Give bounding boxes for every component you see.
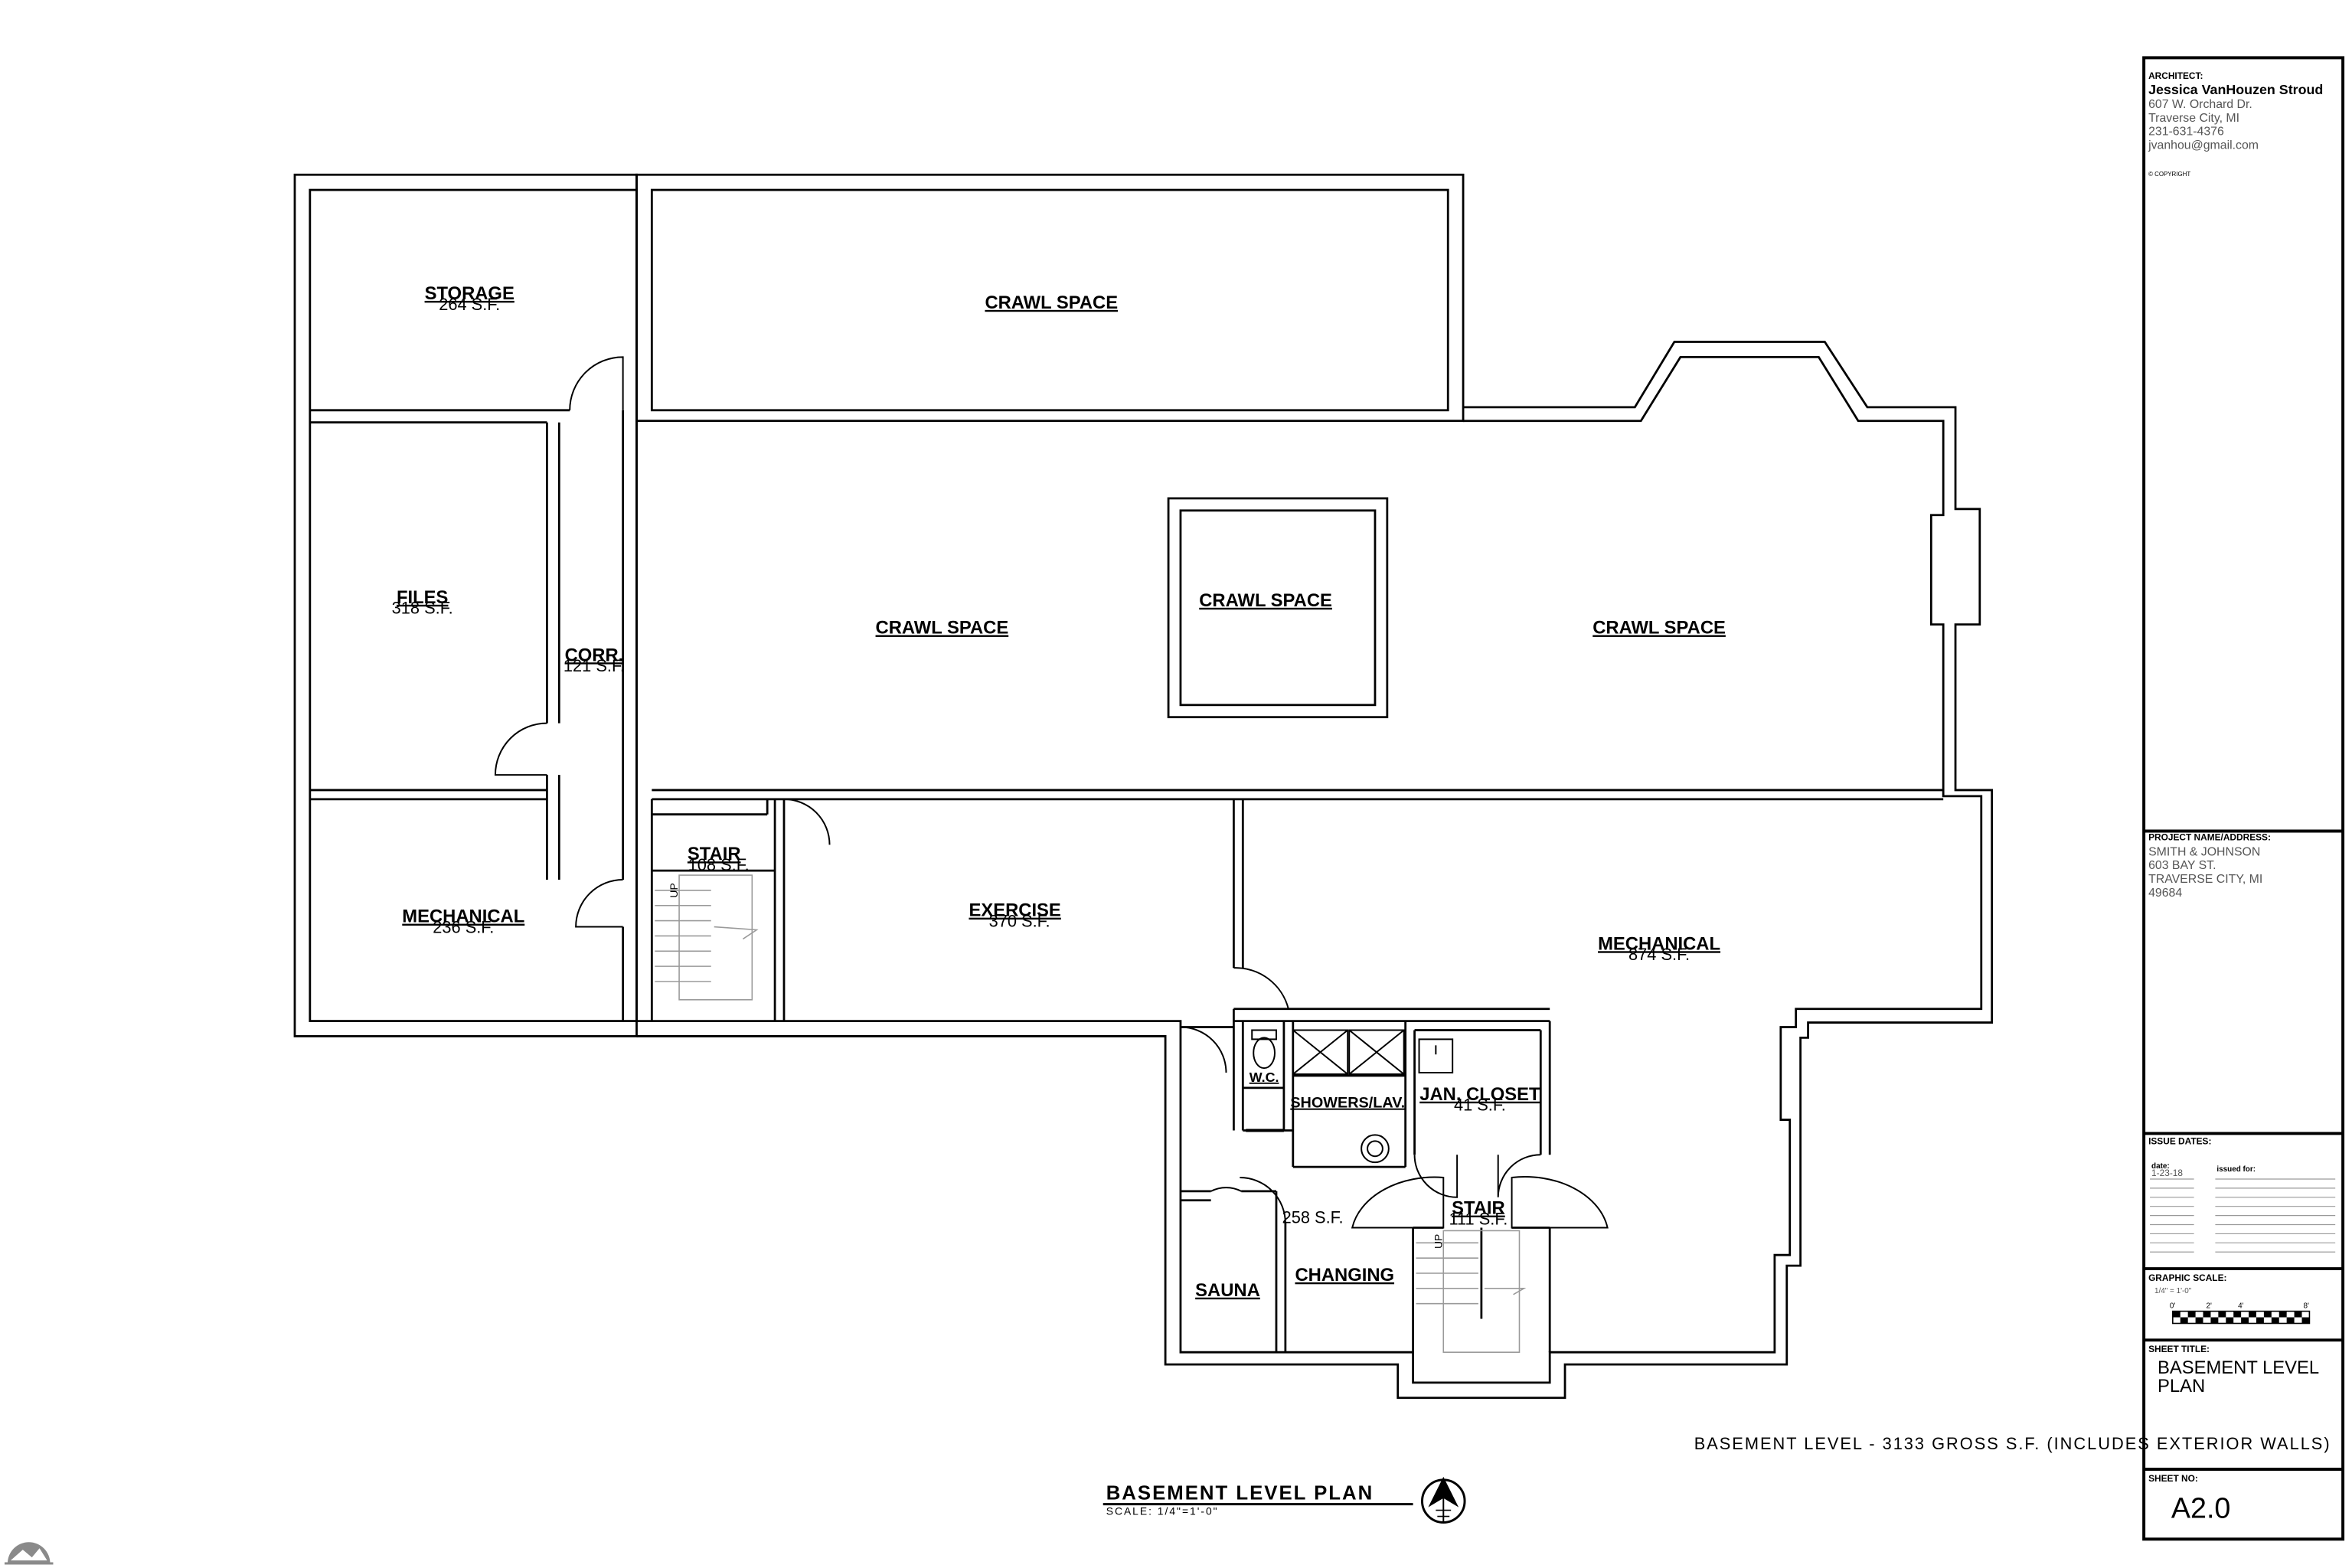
room-name-exercise: EXERCISE	[969, 900, 1060, 921]
room-name-crawl-top: CRAWL SPACE	[985, 292, 1118, 313]
project-label: PROJECT NAME/ADDRESS:	[2148, 831, 2271, 842]
architect-email: jvanhou@gmail.com	[2148, 139, 2259, 152]
room-area-mech-left: 236 S.F.	[433, 917, 494, 936]
room-area-changing: 258 S.F.	[1282, 1208, 1344, 1227]
project-line2: 603 BAY ST.	[2148, 859, 2216, 872]
scale-tick-4: 4'	[2238, 1302, 2244, 1311]
room-name-mech-right: MECHANICAL	[1598, 933, 1720, 954]
drawing-title: BASEMENT LEVEL PLAN SCALE: 1/4"=1'-0"	[1102, 1483, 1413, 1517]
room-name-changing: CHANGING	[1295, 1265, 1394, 1285]
architect-address1: 607 W. Orchard Dr.	[2148, 98, 2252, 111]
gross-area-note: BASEMENT LEVEL - 3133 GROSS S.F. (INCLUD…	[1694, 1434, 2331, 1453]
scale-tick-8: 8'	[2303, 1302, 2309, 1311]
room-area-storage: 264 S.F.	[439, 295, 500, 314]
title-block: ARCHITECT: Jessica VanHouzen Stroud 607 …	[2142, 56, 2345, 1541]
architect-label: ARCHITECT:	[2148, 70, 2203, 81]
room-name-storage: STORAGE	[425, 283, 514, 304]
stair-up-left: UP	[668, 883, 680, 897]
watermark-logo-icon	[4, 1542, 54, 1565]
mop-sink	[1418, 1038, 1454, 1074]
issue-dates-label: ISSUE DATES:	[2148, 1135, 2211, 1146]
issue-date-header: date:	[2151, 1162, 2170, 1171]
room-name-crawl-center: CRAWL SPACE	[1199, 590, 1332, 611]
room-name-corr: CORR.	[565, 645, 624, 665]
architect-phone: 231-631-4376	[2148, 126, 2224, 139]
room-name-jan-closet: JAN. CLOSET	[1419, 1084, 1540, 1105]
toilet-bowl	[1253, 1037, 1276, 1070]
room-name-showers: SHOWERS/LAV.	[1290, 1095, 1405, 1112]
room-name-stair-right: STAIR	[1452, 1198, 1505, 1219]
room-area-corr: 121 S.F.	[564, 656, 625, 675]
room-name-stair-left: STAIR	[688, 844, 741, 864]
shower-stall-2	[1348, 1029, 1405, 1076]
building-walls	[293, 173, 1994, 1400]
plumbing-fixtures	[1246, 1029, 1454, 1164]
room-name-files: FILES	[397, 587, 448, 608]
door-swings	[494, 356, 1609, 1229]
room-name-wc: W.C.	[1250, 1070, 1279, 1085]
room-area-stair-left: 108 S.F.	[688, 855, 750, 874]
drawing-scale-text: SCALE: 1/4"=1'-0"	[1106, 1505, 1219, 1517]
room-name-mech-left: MECHANICAL	[402, 906, 524, 927]
sheet-title-line2: PLAN	[2158, 1376, 2205, 1396]
room-labels: STORAGE 264 S.F. CRAWL SPACE FILES 318 S…	[392, 283, 1726, 1301]
room-area-jan-closet: 41 S.F.	[1454, 1096, 1506, 1115]
shower-stall-1	[1292, 1029, 1349, 1076]
graphic-scale-text: 1/4" = 1'-0"	[2154, 1287, 2192, 1295]
room-area-mech-right: 874 S.F.	[1628, 945, 1690, 964]
graphic-scale-label: GRAPHIC SCALE:	[2148, 1272, 2226, 1283]
stair-treads	[655, 874, 1527, 1353]
room-name-crawl-right: CRAWL SPACE	[1592, 618, 1726, 639]
room-area-exercise: 370 S.F.	[989, 912, 1050, 931]
room-name-sauna: SAUNA	[1195, 1280, 1260, 1301]
architect-address2: Traverse City, MI	[2148, 112, 2239, 125]
sheet-title-line1: BASEMENT LEVEL	[2158, 1357, 2319, 1378]
scale-tick-2: 2'	[2206, 1302, 2212, 1311]
sheet-no-label: SHEET NO:	[2148, 1473, 2198, 1484]
toilet-tank	[1251, 1029, 1277, 1040]
copyright-text: © COPYRIGHT	[2148, 171, 2190, 178]
sheet-title-label: SHEET TITLE:	[2148, 1344, 2210, 1354]
scale-tick-0: 0'	[2170, 1302, 2176, 1311]
graphic-scale-bar	[2172, 1310, 2311, 1325]
lavatory-sink	[1361, 1134, 1390, 1164]
room-area-stair-right: 111 S.F.	[1449, 1210, 1508, 1229]
stair-up-right: UP	[1432, 1234, 1444, 1249]
sheet-number: A2.0	[2171, 1492, 2231, 1524]
drawing-title-text: BASEMENT LEVEL PLAN	[1106, 1483, 1374, 1504]
project-line3: TRAVERSE CITY, MI	[2148, 873, 2262, 886]
north-arrow-icon	[1421, 1476, 1466, 1524]
architect-name: Jessica VanHouzen Stroud	[2148, 82, 2323, 97]
room-name-crawl-left: CRAWL SPACE	[876, 618, 1009, 639]
project-line4: 49684	[2148, 887, 2182, 900]
issue-date-value: 1-23-18	[2151, 1168, 2183, 1178]
project-line1: SMITH & JOHNSON	[2148, 845, 2260, 858]
room-area-files: 318 S.F.	[392, 599, 453, 618]
issued-for-header: issued for:	[2216, 1165, 2256, 1174]
